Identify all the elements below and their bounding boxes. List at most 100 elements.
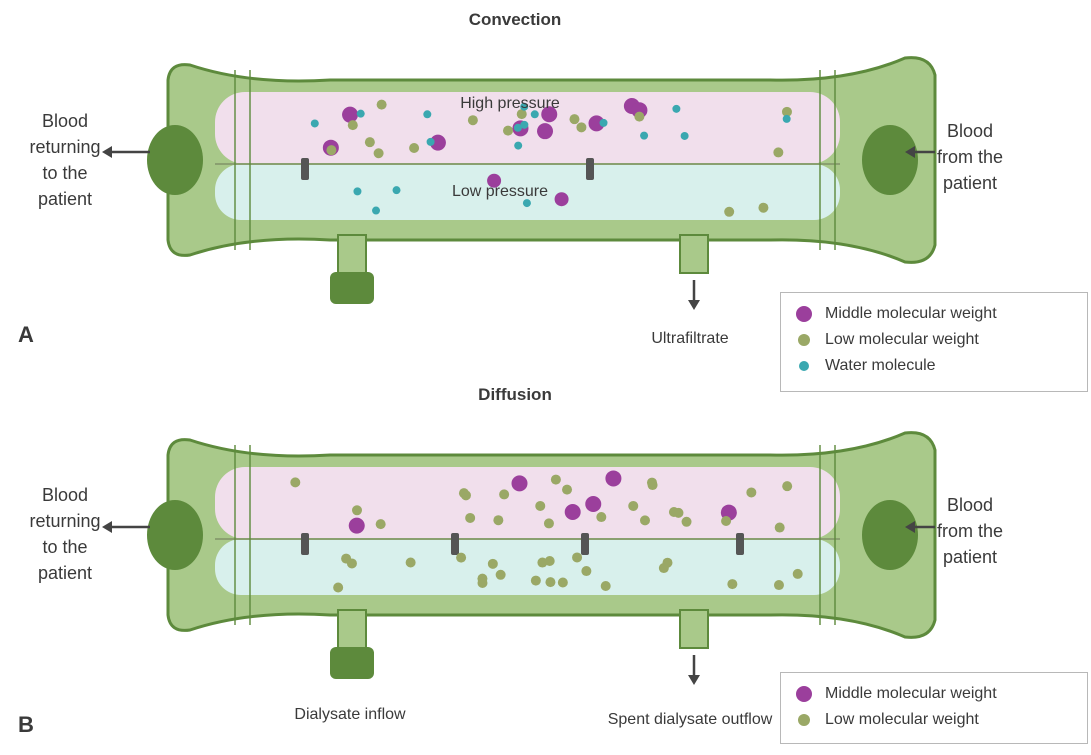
water-molecule: [372, 207, 380, 215]
low-molecule: [545, 577, 555, 587]
middle-molecule: [537, 123, 553, 139]
low-molecule: [406, 557, 416, 567]
middle-molecule: [605, 470, 621, 486]
low-molecule: [581, 566, 591, 576]
low-molecule: [648, 480, 658, 490]
low-molecule: [326, 145, 336, 155]
panel-letter-a: A: [18, 322, 34, 348]
low-molecule: [572, 552, 582, 562]
low-molecule: [465, 513, 475, 523]
low-molecule: [374, 148, 384, 158]
panel-letter-b: B: [18, 712, 34, 738]
low-molecule: [496, 570, 506, 580]
low-molecule: [558, 577, 568, 587]
legend-item-low-b: Low molecular weight: [793, 707, 1075, 733]
low-pressure-label: Low pressure: [452, 183, 548, 200]
low-molecule: [377, 100, 387, 110]
low-molecule: [746, 487, 756, 497]
low-molecule: [659, 563, 669, 573]
legend-item-low-a: Low molecular weight: [793, 327, 1075, 353]
low-molecule: [341, 554, 351, 564]
legend-item-middle-b: Middle molecular weight: [793, 681, 1075, 707]
dialysate-inflow-label: Dialysate inflow: [260, 706, 440, 724]
low-molecule: [531, 576, 541, 586]
middle-molecule: [349, 518, 365, 534]
blood-compartment: [215, 467, 840, 539]
membrane-pore: [736, 533, 744, 555]
low-molecule: [758, 203, 768, 213]
water-molecule: [520, 121, 528, 129]
middle-molecule: [511, 475, 527, 491]
outflow-arrowhead: [102, 146, 112, 158]
low-molecule: [724, 207, 734, 217]
membrane-pore: [301, 533, 309, 555]
low-molecule: [673, 508, 683, 518]
low-molecule-icon: [793, 329, 815, 351]
ultrafiltrate-label: Ultrafiltrate: [610, 330, 770, 348]
middle-molecule: [585, 496, 601, 512]
low-molecule: [499, 489, 509, 499]
middle-molecule: [555, 192, 569, 206]
left-port-tube: [338, 610, 366, 652]
low-molecule: [551, 475, 561, 485]
low-molecule: [348, 120, 358, 130]
low-molecule: [468, 115, 478, 125]
low-molecule: [576, 122, 586, 132]
spent-dialysate-label: Spent dialysate outflow: [600, 710, 780, 730]
low-molecule: [544, 518, 554, 528]
low-molecule: [774, 580, 784, 590]
membrane-pore: [451, 533, 459, 555]
low-molecule: [352, 505, 362, 515]
high-pressure-label: High pressure: [460, 95, 560, 112]
water-molecule: [681, 132, 689, 140]
low-molecule: [535, 501, 545, 511]
middle-molecule-icon: [793, 683, 815, 705]
low-molecule: [409, 143, 419, 153]
middle-molecule: [565, 504, 581, 520]
dialyzer-diagram-b: [0, 375, 1091, 695]
water-molecule: [523, 199, 531, 207]
outlet-arrowhead: [688, 675, 700, 685]
membrane-pore: [581, 533, 589, 555]
water-molecule: [640, 132, 648, 140]
low-molecule: [640, 515, 650, 525]
low-molecule: [634, 112, 644, 122]
blood-port-right: [862, 500, 918, 570]
low-molecule: [456, 553, 466, 563]
membrane-pore: [586, 158, 594, 180]
legend-b: Middle molecular weight Low molecular we…: [780, 672, 1088, 744]
low-molecule: [596, 512, 606, 522]
outlet-arrowhead: [688, 300, 700, 310]
low-molecule: [682, 517, 692, 527]
water-molecule: [783, 115, 791, 123]
low-molecule: [628, 501, 638, 511]
water-molecule: [672, 105, 680, 113]
blood-port-right: [862, 125, 918, 195]
low-molecule: [333, 582, 343, 592]
water-molecule: [600, 119, 608, 127]
low-molecule: [727, 579, 737, 589]
low-molecule: [569, 114, 579, 124]
low-molecule: [601, 581, 611, 591]
water-molecule: [311, 119, 319, 127]
membrane-pore: [301, 158, 309, 180]
low-molecule: [477, 578, 487, 588]
middle-molecule: [342, 107, 358, 123]
right-port-tube: [680, 610, 708, 648]
low-molecule-icon: [793, 709, 815, 731]
water-molecule-icon: [793, 355, 815, 377]
water-molecule: [514, 142, 522, 150]
water-molecule: [353, 187, 361, 195]
low-molecule: [488, 559, 498, 569]
low-molecule: [537, 558, 547, 568]
water-molecule: [423, 110, 431, 118]
left-port-cap: [330, 647, 374, 679]
left-port-tube: [338, 235, 366, 277]
low-molecule: [459, 488, 469, 498]
low-molecule: [773, 147, 783, 157]
middle-molecule-icon: [793, 303, 815, 325]
legend-item-middle-a: Middle molecular weight: [793, 301, 1075, 327]
blood-port-left: [147, 500, 203, 570]
water-molecule: [393, 186, 401, 194]
water-molecule: [427, 138, 435, 146]
